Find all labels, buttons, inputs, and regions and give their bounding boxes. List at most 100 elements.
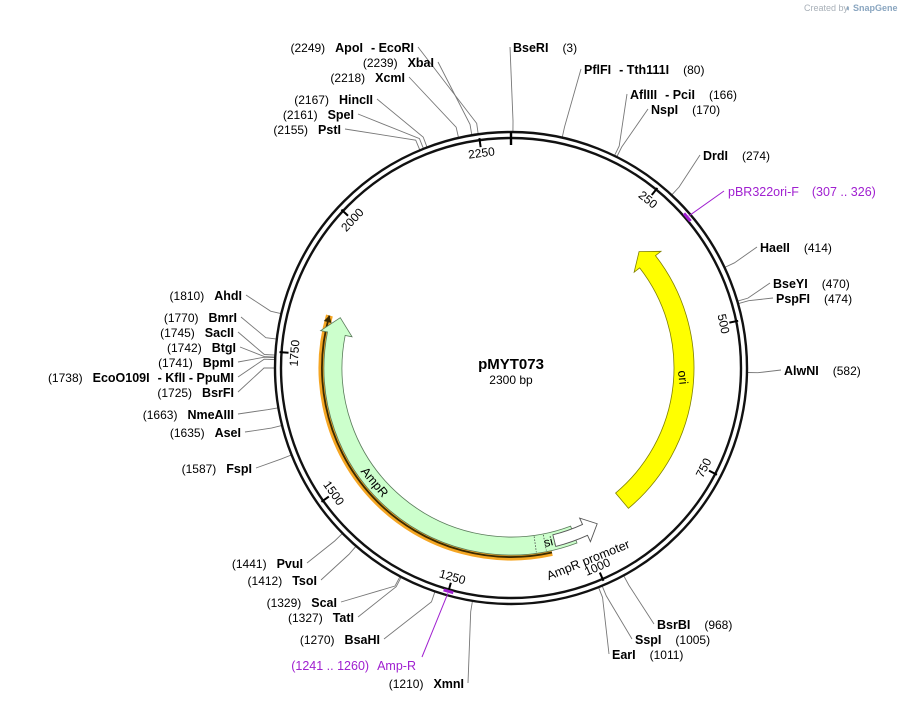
enzyme-name: BseRI xyxy=(513,41,548,55)
enzyme-name: HaeII xyxy=(760,241,790,255)
credit-brand: SnapGene xyxy=(853,3,898,13)
tick-label: 750 xyxy=(693,455,715,480)
primer-amp-r[interactable]: Amp-R(1241 .. 1260) xyxy=(291,588,454,673)
enzyme-site-pflfi[interactable]: PflFI- Tth111I(80) xyxy=(584,63,704,77)
leader-line xyxy=(616,108,649,158)
enzyme-site-afliii[interactable]: AflIII- PciI(166) xyxy=(630,88,737,102)
enzyme-position: (1741) xyxy=(158,356,193,370)
enzyme-site-xmni[interactable]: XmnI(1210) xyxy=(389,677,464,691)
feature-ori[interactable] xyxy=(615,250,695,509)
enzyme-site-sspi[interactable]: SspI(1005) xyxy=(635,633,710,647)
enzyme-site-ahdi[interactable]: AhdI(1810) xyxy=(170,289,242,303)
enzyme-site-bpmi[interactable]: BpmI(1741) xyxy=(158,356,234,370)
enzyme-site-tsoi[interactable]: TsoI(1412) xyxy=(248,574,317,588)
enzyme-position: (1635) xyxy=(170,426,205,440)
plasmid-name: pMYT073 xyxy=(478,356,544,373)
enzyme-site-apoi[interactable]: ApoI- EcoRI(2249) xyxy=(290,41,414,55)
enzyme-site-tati[interactable]: TatI(1327) xyxy=(288,611,354,625)
enzyme-site-drdi[interactable]: DrdI(274) xyxy=(703,149,770,163)
enzyme-site-alwni[interactable]: AlwNI(582) xyxy=(784,364,861,378)
enzyme-site-bseri[interactable]: BseRI(3) xyxy=(513,41,577,55)
enzyme-name: EcoO109I xyxy=(93,371,150,385)
enzyme-site-bsrfi[interactable]: BsrFI(1725) xyxy=(157,386,234,400)
enzyme-position: (274) xyxy=(742,149,770,163)
enzyme-site-asei[interactable]: AseI(1635) xyxy=(170,426,241,440)
enzyme-name: PstI xyxy=(318,123,341,137)
enzyme-name: PflFI xyxy=(584,63,611,77)
enzyme-site-bsahi[interactable]: BsaHI(1270) xyxy=(300,633,380,647)
enzyme-name: NspI xyxy=(651,103,678,117)
enzyme-site-bseyi[interactable]: BseYI(470) xyxy=(773,277,850,291)
leader-line xyxy=(737,282,771,302)
enzyme-name: SacII xyxy=(205,326,234,340)
enzyme-site-xcmi[interactable]: XcmI(2218) xyxy=(330,71,405,85)
primer-name: Amp-R xyxy=(377,659,416,673)
enzyme-site-xbai[interactable]: XbaI(2239) xyxy=(363,56,434,70)
feature-ampr-promoter[interactable] xyxy=(552,517,598,548)
enzyme-name: ApoI xyxy=(335,41,363,55)
enzyme-position: (1770) xyxy=(164,311,199,325)
leader-line xyxy=(245,294,282,315)
enzyme-site-haeii[interactable]: HaeII (414) xyxy=(760,241,832,255)
leader-line xyxy=(357,576,402,618)
enzyme-position: (1663) xyxy=(143,408,178,422)
enzyme-site-bsrbi[interactable]: BsrBI(968) xyxy=(657,618,732,632)
enzyme-site-psti[interactable]: PstI (2155) xyxy=(273,123,341,137)
signal-boundary xyxy=(542,534,547,551)
enzyme-name: FspI xyxy=(226,462,252,476)
enzyme-position: (968) xyxy=(704,618,732,632)
enzyme-position: (582) xyxy=(833,364,861,378)
enzyme-position: (474) xyxy=(824,292,852,306)
enzyme-position: (2155) xyxy=(273,123,308,137)
enzyme-site-pspfi[interactable]: PspFI(474) xyxy=(776,292,852,306)
enzyme-name: TsoI xyxy=(292,574,317,588)
leader-line xyxy=(613,93,628,157)
enzyme-site-bmri[interactable]: BmrI(1770) xyxy=(164,311,237,325)
enzyme-name: PvuI xyxy=(277,557,303,571)
enzyme-name: HincII xyxy=(339,93,373,107)
enzyme-site-spei[interactable]: SpeI(2161) xyxy=(283,108,354,122)
enzyme-position: (1270) xyxy=(300,633,335,647)
tick-mark xyxy=(478,138,482,148)
backbone xyxy=(273,130,749,606)
enzyme-position: (414) xyxy=(804,241,832,255)
leader-line xyxy=(244,425,283,433)
enzyme-name: EarI xyxy=(612,648,636,662)
leader-line xyxy=(383,591,436,640)
leader-line xyxy=(437,61,473,136)
snapgene-credit: Created by ◖ SnapGene xyxy=(804,3,898,13)
enzyme-site-ecoo109i[interactable]: EcoO109I- KflI - PpuMI(1738) xyxy=(48,371,234,385)
enzyme-name: TatI xyxy=(333,611,354,625)
tick-label: 1250 xyxy=(438,567,468,588)
primer-pbr322ori-f[interactable]: pBR322ori-F(307 .. 326) xyxy=(682,185,876,223)
enzyme-site-scai[interactable]: ScaI(1329) xyxy=(267,596,337,610)
leader-line xyxy=(237,407,279,415)
enzyme-position: (1725) xyxy=(157,386,192,400)
enzyme-position: (2161) xyxy=(283,108,318,122)
enzyme-site-btgi[interactable]: BtgI(1742) xyxy=(167,341,236,355)
enzyme-position: (1810) xyxy=(170,289,205,303)
enzyme-name: XmnI xyxy=(433,677,464,691)
leader-line xyxy=(306,532,343,564)
leader-line xyxy=(376,98,428,148)
feature-ampr[interactable] xyxy=(319,317,578,556)
leader-line xyxy=(598,587,610,655)
enzyme-site-sacii[interactable]: SacII(1745) xyxy=(160,326,234,340)
leader-line xyxy=(237,331,276,356)
tick-label: 2250 xyxy=(467,144,496,162)
enzyme-site-eari[interactable]: EarI(1011) xyxy=(612,648,683,662)
enzyme-site-pvui[interactable]: PvuI (1441) xyxy=(232,557,303,571)
plasmid-length: 2300 bp xyxy=(489,373,533,387)
enzyme-site-nspi[interactable]: NspI(170) xyxy=(651,103,720,117)
leader-line xyxy=(724,246,758,268)
enzyme-site-nmeaiii[interactable]: NmeAIII(1663) xyxy=(143,408,234,422)
enzyme-site-hincii[interactable]: HincII (2167) xyxy=(294,93,373,107)
leader-line xyxy=(237,358,276,378)
enzyme-site-fspi[interactable]: FspI(1587) xyxy=(182,462,252,476)
enzyme-position: (1441) xyxy=(232,557,267,571)
enzyme-position: (2167) xyxy=(294,93,329,107)
tick-mark xyxy=(708,469,718,476)
feature-label-ori: ori xyxy=(675,370,690,385)
primer-bind-mark xyxy=(443,588,454,595)
